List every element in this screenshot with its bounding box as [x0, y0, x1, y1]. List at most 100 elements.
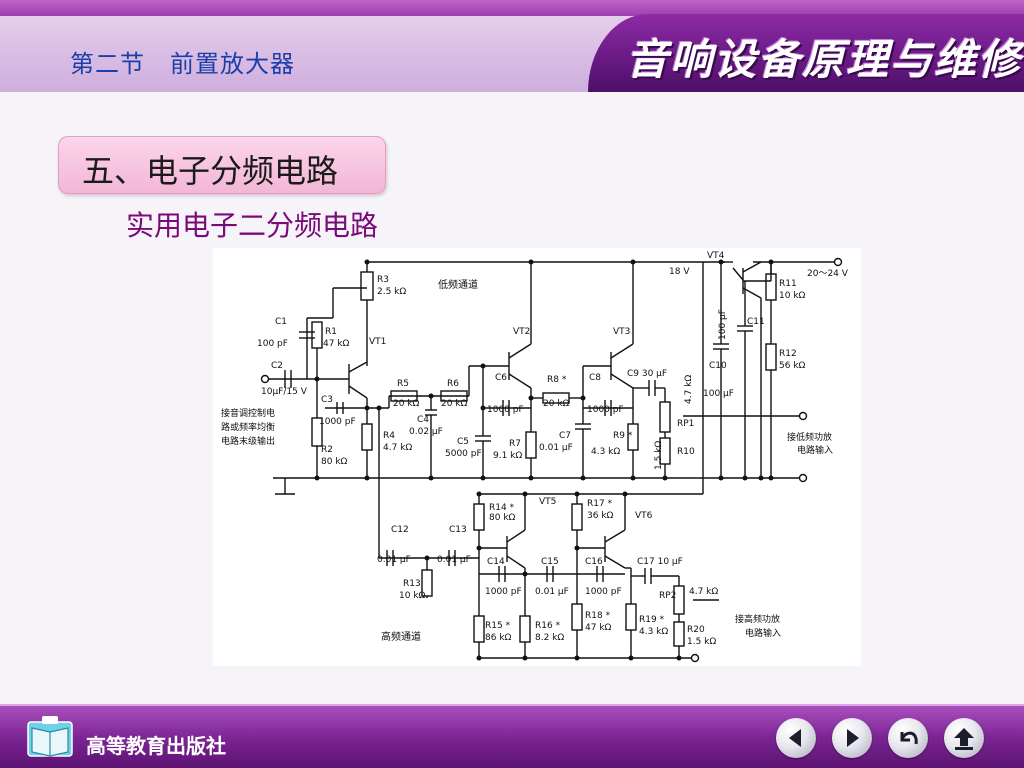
section-title: 第二节 前置放大器 [70, 50, 295, 78]
label-r4: R4 [383, 431, 395, 441]
footer-divider [0, 704, 1024, 707]
subtitle-box [58, 136, 386, 194]
label-r14: R14 * [489, 503, 515, 513]
label-r11: R11 [779, 279, 797, 289]
diagram-caption: 实用电子二分频电路 [126, 209, 379, 242]
low-channel-label: 低频通道 [438, 278, 478, 291]
label-r10-value: 1.5 kΩ [654, 441, 664, 470]
label-r13-value: 10 kΩ [399, 591, 426, 601]
label-c13-value: 0.01 μF [437, 555, 471, 565]
label-r13: R13 [403, 579, 421, 589]
book-title-panel [588, 14, 1024, 92]
label-vt1: VT1 [369, 337, 386, 347]
label-r7-value: 9.1 kΩ [493, 451, 522, 461]
home-button[interactable] [944, 718, 984, 758]
out-high-2: 电路输入 [745, 627, 781, 639]
label-r4-value: 4.7 kΩ [383, 443, 412, 453]
out-high-1: 接高频功放 [735, 613, 780, 625]
label-c2-value: 10μF/15 V [261, 387, 308, 397]
publisher-logo-icon [27, 716, 73, 757]
label-r1: R1 [325, 327, 337, 337]
label-c3-value: 1000 pF [319, 417, 356, 427]
next-button[interactable] [832, 718, 872, 758]
label-rp1-value: 4.7 kΩ [684, 375, 694, 404]
prev-button[interactable] [776, 718, 816, 758]
label-r3-value: 2.5 kΩ [377, 287, 406, 297]
label-r5-value: 20 kΩ [393, 399, 420, 409]
next-icon [847, 729, 859, 747]
label-vt6: VT6 [635, 511, 653, 521]
publisher-name: 高等教育出版社 [86, 734, 226, 758]
label-r18-value: 47 kΩ [585, 623, 612, 633]
header-topline [0, 0, 1024, 16]
junction-dots [314, 259, 774, 661]
label-c11-value: 100 μF [718, 309, 728, 340]
label-r9-value: 4.3 kΩ [591, 447, 620, 457]
label-r3: R3 [377, 275, 389, 285]
label-r2: R2 [321, 445, 333, 455]
label-r5: R5 [397, 379, 409, 389]
label-r6: R6 [447, 379, 459, 389]
label-c13: C13 [449, 525, 467, 535]
label-c1: C1 [275, 317, 287, 327]
header-bar [0, 0, 1024, 92]
label-c10-value: 100 μF [703, 389, 734, 399]
label-r16-value: 8.2 kΩ [535, 633, 564, 643]
label-c12-value: 0.01 μF [377, 555, 411, 565]
label-r12: R12 [779, 349, 797, 359]
label-rp2: RP2 [659, 591, 676, 601]
component-labels: 低频通道 高频通道 18 V 20～24 V 接音调控制电 路或频率均衡 电路末… [221, 251, 849, 647]
label-c16: C16 [585, 557, 603, 567]
label-c14: C14 [487, 557, 505, 567]
label-vt5: VT5 [539, 497, 556, 507]
label-c4: C4 [417, 415, 429, 425]
terminals [260, 257, 843, 663]
out-low-2: 电路输入 [797, 444, 833, 456]
label-c11: C11 [747, 317, 765, 327]
label-c7: C7 [559, 431, 571, 441]
label-c17: C17 10 μF [637, 557, 683, 567]
label-c6-value: 1000 pF [487, 405, 524, 415]
label-r17: R17 * [587, 499, 613, 509]
label-r9: R9 * [613, 431, 633, 441]
home-icon [954, 728, 974, 750]
label-c14-value: 1000 pF [485, 587, 522, 597]
label-c10: C10 [709, 361, 727, 371]
label-r1-value: 47 kΩ [323, 339, 350, 349]
label-c4-value: 0.02 μF [409, 427, 443, 437]
label-r8: R8 * [547, 375, 567, 385]
label-c8: C8 [589, 373, 601, 383]
prev-icon [789, 729, 801, 747]
return-icon [900, 731, 918, 745]
label-r7: R7 [509, 439, 521, 449]
label-c6: C6 [495, 373, 507, 383]
label-r19: R19 * [639, 615, 665, 625]
label-vt3: VT3 [613, 327, 630, 337]
circuit-svg: 低频通道 高频通道 18 V 20～24 V 接音调控制电 路或频率均衡 电路末… [221, 251, 849, 663]
label-c5: C5 [457, 437, 469, 447]
label-r2-value: 80 kΩ [321, 457, 348, 467]
label-r15-value: 86 kΩ [485, 633, 512, 643]
label-r11-value: 10 kΩ [779, 291, 806, 301]
label-c2: C2 [271, 361, 283, 371]
book-title: 音响设备原理与维修 [626, 35, 1023, 84]
supply-main-label: 20～24 V [807, 269, 849, 279]
input-note-3: 电路末级输出 [221, 435, 275, 447]
label-c8-value: 1000 pF [587, 405, 624, 415]
label-c5-value: 5000 pF [445, 449, 482, 459]
label-vt2: VT2 [513, 327, 530, 337]
label-c3: C3 [321, 395, 333, 405]
label-r18: R18 * [585, 611, 611, 621]
label-rp1: RP1 [677, 419, 694, 429]
label-c9: C9 30 μF [627, 369, 667, 379]
label-r20-value: 1.5 kΩ [687, 637, 716, 647]
label-c12: C12 [391, 525, 409, 535]
label-r15: R15 * [485, 621, 511, 631]
return-button[interactable] [888, 718, 928, 758]
high-channel-label: 高频通道 [381, 630, 421, 643]
label-r14-value: 80 kΩ [489, 513, 516, 523]
circuit-diagram: 低频通道 高频通道 18 V 20～24 V 接音调控制电 路或频率均衡 电路末… [213, 248, 861, 666]
input-note-2: 路或频率均衡 [221, 421, 275, 433]
label-r6-value: 20 kΩ [441, 399, 468, 409]
supply-18v-label: 18 V [669, 267, 690, 277]
